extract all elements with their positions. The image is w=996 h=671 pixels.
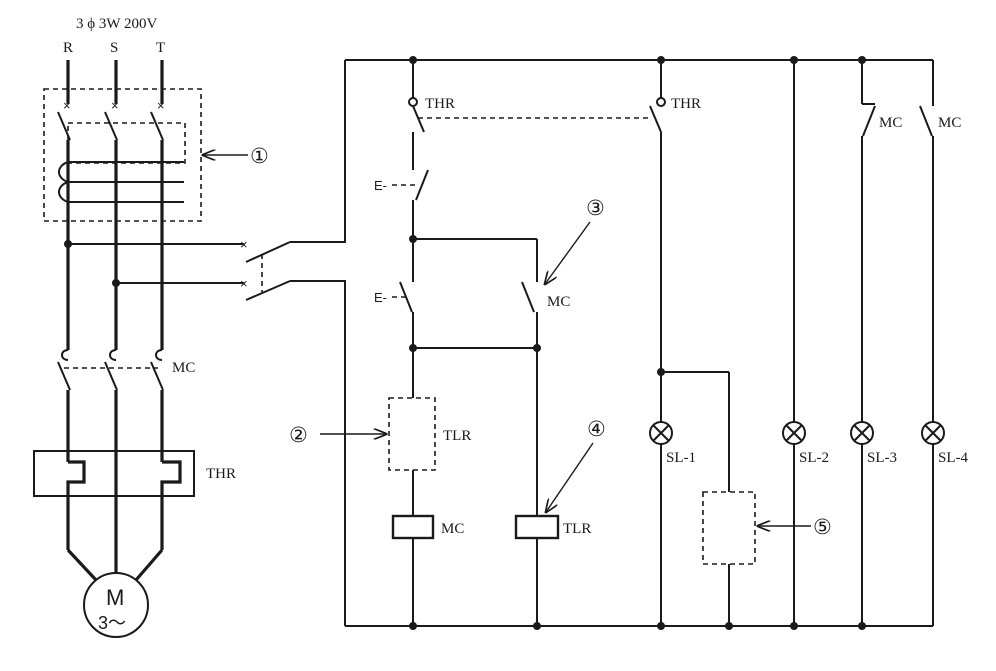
supply-title: 3 ϕ 3W 200V bbox=[76, 16, 158, 32]
mc-coil bbox=[391, 514, 435, 540]
thr-contact-right-label: THR bbox=[671, 96, 701, 112]
callout-1-number: ① bbox=[250, 144, 269, 168]
tlr-coil-label: TLR bbox=[563, 521, 591, 537]
lamp-sl4 bbox=[921, 421, 945, 445]
svg-text:×: × bbox=[111, 98, 119, 113]
lamp-sl3-label: SL-3 bbox=[867, 450, 897, 466]
mc-contact-2-label: MC bbox=[938, 115, 961, 131]
lamp-sl3 bbox=[850, 421, 874, 445]
branch-mc-coil: THR E- E- TLR MC bbox=[374, 60, 652, 626]
svg-text:×: × bbox=[240, 276, 248, 291]
branch-sl2: SL-2 bbox=[782, 60, 829, 626]
lamp-sl2 bbox=[782, 421, 806, 445]
branch-tlr-coil: MC TLR bbox=[514, 239, 591, 626]
main-circuit: × × × MC THR bbox=[33, 60, 244, 638]
branch-sl1: THR SL-1 bbox=[649, 60, 756, 626]
tlr-contact-box bbox=[388, 397, 436, 471]
trip-coil bbox=[58, 161, 184, 203]
lamp-sl2-label: SL-2 bbox=[799, 450, 829, 466]
thr-contact-left-label: THR bbox=[425, 96, 455, 112]
lamp-sl4-label: SL-4 bbox=[938, 450, 969, 466]
svg-text:×: × bbox=[157, 98, 165, 113]
mc-contact-1-label: MC bbox=[879, 115, 902, 131]
callout-5-number: ⑤ bbox=[813, 515, 832, 539]
start-button-label: E- bbox=[374, 290, 387, 305]
svg-text:×: × bbox=[63, 98, 71, 113]
main-thr-label: THR bbox=[206, 466, 236, 482]
lamp-sl1-label: SL-1 bbox=[666, 450, 696, 466]
mc-coil-label: MC bbox=[441, 521, 464, 537]
main-mc-label: MC bbox=[172, 360, 195, 376]
mc-self-hold-label: MC bbox=[547, 294, 570, 310]
tlr-coil bbox=[514, 514, 560, 540]
unknown-device-box bbox=[702, 491, 756, 565]
motor-symbol bbox=[83, 572, 149, 638]
svg-text:×: × bbox=[240, 237, 248, 252]
callout-4: ④ bbox=[546, 417, 606, 512]
stop-button-label: E- bbox=[374, 178, 387, 193]
callout-4-number: ④ bbox=[587, 417, 606, 441]
control-switch: × × bbox=[240, 60, 346, 626]
callout-2-number: ② bbox=[289, 423, 308, 447]
branch-sl4: MC SL-4 bbox=[919, 60, 969, 626]
phase-s-label: S bbox=[110, 40, 118, 56]
tlr-contact-label: TLR bbox=[443, 428, 471, 444]
callout-3: ③ bbox=[545, 196, 605, 284]
callout-3-number: ③ bbox=[586, 196, 605, 220]
lamp-sl1 bbox=[649, 421, 673, 445]
phase-r-label: R bbox=[63, 40, 73, 56]
phase-t-label: T bbox=[156, 40, 165, 56]
branch-sl3: MC SL-3 bbox=[850, 60, 902, 626]
callout-2: ② bbox=[289, 423, 386, 447]
motor-letter: M bbox=[106, 585, 124, 610]
callout-1: ① bbox=[203, 144, 269, 168]
motor-phase: 3～ bbox=[98, 613, 126, 633]
thermal-relay-box bbox=[33, 450, 195, 497]
breaker-inner-box bbox=[67, 122, 186, 164]
callout-5: ⑤ bbox=[758, 515, 832, 539]
